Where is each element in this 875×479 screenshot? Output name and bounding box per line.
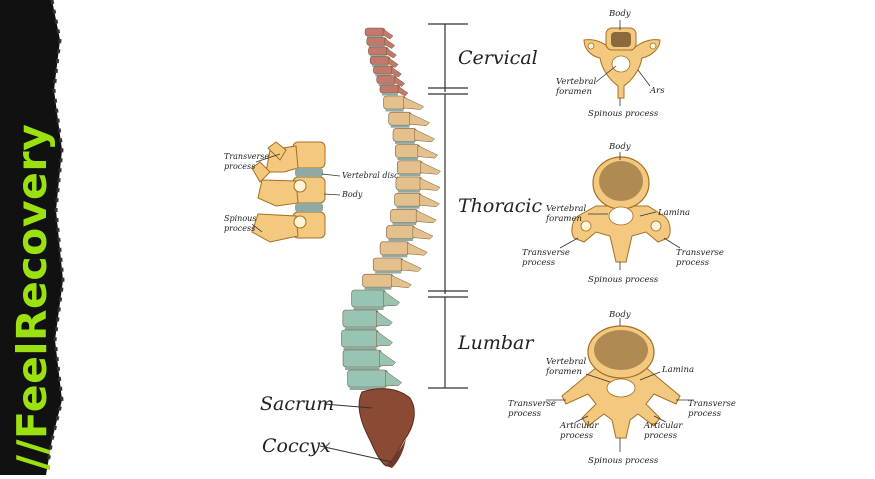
thoracic-vertebra-5 — [396, 160, 441, 177]
cervical-vertebra-7 — [379, 84, 409, 97]
side-view-vertebrae: Transverse process Vertebral disc Body S… — [224, 141, 399, 243]
lumbar-label: Lumbar — [457, 332, 535, 354]
lumbar-foramen-label: foramen — [545, 367, 582, 377]
lumbar-transverse-left-label: Transverse — [508, 399, 556, 409]
thoracic-vertebra-11 — [372, 257, 422, 274]
lumbar-transverse-right-label: Transverse — [688, 399, 736, 409]
coccyx-leader — [319, 445, 393, 463]
lumbar-lamina-label: Lamina — [661, 365, 694, 375]
thoracic-vertebra-2 — [388, 111, 430, 128]
cervical-foramen-label: foramen — [555, 87, 592, 97]
cervical-spinous-label: Spinous process — [588, 109, 659, 119]
sacrum-leader — [323, 403, 373, 409]
cervical-body-label: Body — [608, 9, 631, 19]
thoracic-vertebra-4 — [395, 144, 439, 161]
side-spinous-label: Spinous — [224, 214, 256, 223]
lumbar-process-right-label: process — [688, 409, 722, 419]
lumbar-articular-left-label: Articular — [559, 421, 599, 431]
side-disc-label: Vertebral disc — [342, 171, 399, 180]
lumbar-articular-right-process-label: process — [644, 431, 678, 441]
thoracic-body-label: Body — [608, 142, 631, 152]
brand-strip: //FeelRecovery — [0, 0, 78, 476]
thoracic-vertebra-10 — [379, 241, 428, 258]
lumbar-vertebra-4 — [342, 349, 396, 370]
lumbar-articular-left-process-label: process — [560, 431, 594, 441]
cervical-ars-label: Ars — [649, 86, 665, 96]
lumbar-vertebra-5 — [347, 369, 402, 390]
thoracic-process-left-label: process — [522, 258, 556, 268]
lumbar-articular-right-label: Articular — [643, 421, 683, 431]
thoracic-lamina-label: Lamina — [657, 208, 690, 218]
lumbar-vertebra-1 — [351, 289, 400, 310]
thoracic-vertebra-diagram: Body Vertebral foramen Lamina Transverse… — [522, 142, 724, 285]
sacrum-shape — [358, 388, 415, 467]
side-transverse-process-label: process — [224, 162, 255, 171]
lumbar-vertebra-diagram: Body Vertebral foramen Lamina Transverse… — [508, 310, 736, 466]
thoracic-transverse-left-label: Transverse — [522, 248, 570, 258]
thoracic-vertebra-1 — [383, 95, 424, 112]
side-body-label: Body — [341, 190, 363, 199]
thoracic-vertebra-12 — [362, 273, 412, 290]
lumbar-vertebral-label: Vertebral — [546, 357, 586, 367]
cervical-vertebral-label: Vertebral — [556, 77, 596, 87]
coccyx-label: Coccyx — [262, 435, 331, 457]
thoracic-vertebra-6 — [395, 176, 441, 193]
sacrum-label: Sacrum — [260, 393, 334, 415]
cervical-vertebra-diagram: Body Vertebral foramen Ars Spinous proce… — [555, 9, 665, 119]
thoracic-transverse-right-label: Transverse — [676, 248, 724, 258]
lumbar-process-left-label: process — [508, 409, 542, 419]
thoracic-spinous-label: Spinous process — [588, 275, 659, 285]
cervical-label: Cervical — [458, 47, 538, 69]
thoracic-foramen-label: foramen — [545, 214, 582, 224]
thoracic-vertebral-label: Vertebral — [546, 204, 586, 214]
side-spinous-process-label: process — [224, 224, 255, 233]
thoracic-label: Thoracic — [458, 195, 542, 217]
lumbar-vertebra-2 — [342, 309, 393, 330]
thoracic-vertebra-9 — [386, 225, 434, 242]
coccyx-shape — [386, 438, 406, 468]
region-brackets — [428, 23, 468, 389]
spinal-column — [341, 27, 441, 390]
lumbar-vertebra-3 — [341, 329, 393, 350]
thoracic-vertebra-8 — [390, 209, 437, 225]
thoracic-process-right-label: process — [676, 258, 710, 268]
lumbar-spinous-label: Spinous process — [588, 456, 659, 466]
brand-background — [0, 0, 65, 476]
thoracic-vertebra-3 — [392, 128, 436, 144]
thoracic-vertebra-7 — [394, 192, 440, 209]
side-transverse-label: Transverse — [224, 152, 269, 161]
lumbar-body-label: Body — [608, 310, 631, 320]
